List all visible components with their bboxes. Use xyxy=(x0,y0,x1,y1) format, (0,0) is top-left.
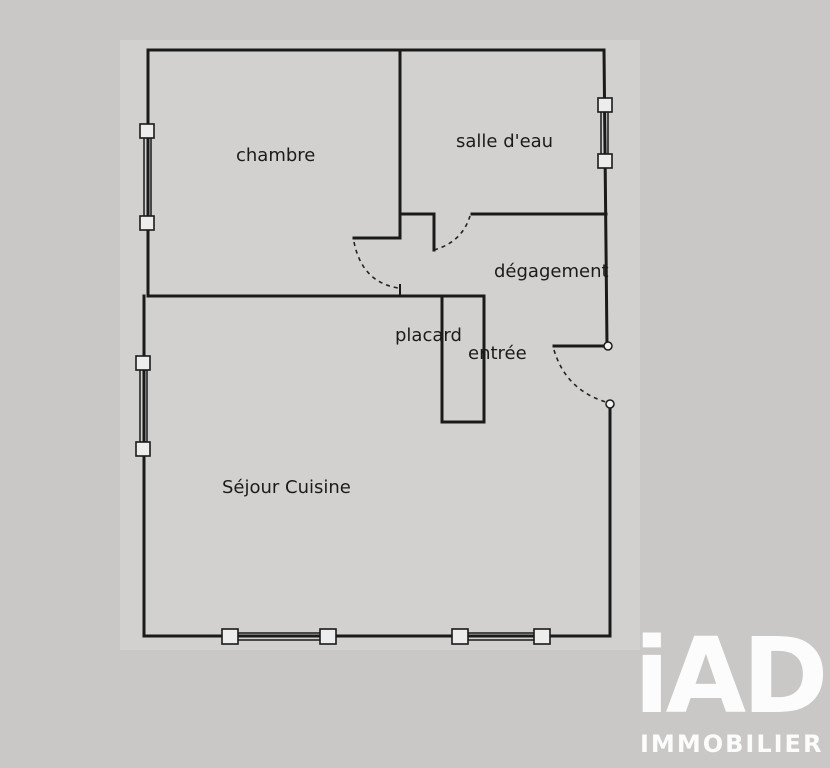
label-salle-eau: salle d'eau xyxy=(456,131,553,152)
label-degagement: dégagement xyxy=(494,261,609,282)
iad-logo: iAD IMMOBILIER xyxy=(634,615,828,758)
label-chambre: chambre xyxy=(236,145,315,166)
placard-block xyxy=(440,294,486,424)
label-entree: entrée xyxy=(468,343,527,364)
door-swings xyxy=(353,215,607,403)
iad-logo-mark: iAD xyxy=(634,615,824,737)
window-sejour-bottom-1 xyxy=(221,628,337,645)
label-placard: placard xyxy=(395,325,462,346)
iad-logo-tagline: IMMOBILIER xyxy=(640,730,823,758)
window-salle-eau xyxy=(597,97,613,169)
window-sejour-left xyxy=(135,355,151,457)
window-sejour-bottom-2 xyxy=(451,628,551,645)
window-chambre xyxy=(139,123,155,231)
label-sejour-cuisine: Séjour Cuisine xyxy=(222,477,351,498)
